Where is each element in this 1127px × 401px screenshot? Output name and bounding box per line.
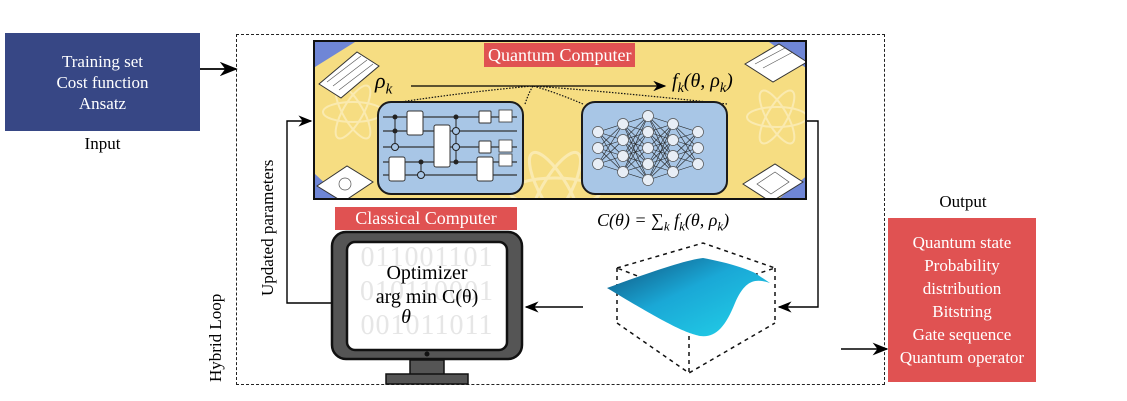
nn-edge [672,131,699,173]
output-line: Gate sequence [912,325,1012,344]
f-subscript: k [677,81,684,96]
output-line: Quantum state [912,233,1012,252]
binary-watermark: 011001101 010110001 001011011 [348,241,506,343]
output-label: Output [939,192,987,211]
nn-node [642,110,654,122]
cost-rhs: f [669,210,680,230]
cnot-gate [391,114,460,179]
input-line: Ansatz [78,93,127,113]
nn-node [667,134,679,146]
qc-to-cost-arrow [777,120,819,313]
nn-edge [622,115,649,157]
nn-node [592,142,604,154]
nn-edge [647,123,674,165]
quantum-circuit-diagram [383,109,517,182]
nn-node [617,166,629,178]
nn-edge [597,123,624,165]
nn-node [667,166,679,178]
nn-node [642,174,654,186]
chip-icon [318,51,380,99]
chip-icon [742,163,804,198]
cost-lhs: C(θ) = [597,210,651,230]
quantum-background-art [315,42,805,198]
nn-node [692,158,704,170]
rho-subscript: k [385,81,393,98]
atom-icon [746,89,805,145]
f-symbol: f [672,70,678,92]
quantum-output-label: fk(θ, ρk) [672,70,733,97]
measurement-icon [498,109,513,167]
unitary-gates [388,110,494,182]
nn-node [667,118,679,130]
output-line: Quantum operator [899,348,1025,367]
nn-node [617,134,629,146]
nn-node [667,150,679,162]
chip-icon [316,165,374,198]
nn-edge [622,115,649,173]
nn-node [642,126,654,138]
sum-symbol: ∑ [650,210,664,230]
input-line: Training set [61,51,144,71]
hybrid-loop-frame [236,34,885,385]
sum-subscript: k [663,218,670,234]
nn-node [642,142,654,154]
input-state-label: ρk [375,68,392,98]
binary-row: 010110001 [360,276,494,307]
nn-edge [647,123,674,181]
quantum-computer-title: Quantum Computer [484,43,636,67]
binary-row: 001011011 [360,310,494,341]
nn-node [642,158,654,170]
cost-surface [607,258,770,337]
nn-node [692,126,704,138]
nn-edge [647,139,674,181]
argmin-subscript: θ [401,306,411,328]
quantum-circuit-panel [377,101,524,195]
cost-landscape-plot [607,242,778,374]
nn-edge [622,131,649,173]
input-line: Cost function [56,72,149,92]
cost-function-equation: C(θ) = ∑k fk(θ, ρk) [597,210,729,235]
cost-close: ) [723,210,730,230]
update-arrow [286,115,335,304]
f-subscript: k [679,218,685,234]
argmin-expression: arg min C(θ) [375,286,479,308]
rho-subscript: k [717,218,724,234]
input-label: Input [84,134,121,153]
monitor-icon [330,230,524,385]
nn-node [617,150,629,162]
neural-network-panel [581,101,728,195]
rho-subscript: k [719,81,727,96]
nn-node [592,158,604,170]
chip-icon [744,43,805,83]
f-args: (θ, ρ [683,70,720,92]
cost-args: (θ, ρ [684,210,718,230]
output-line: Bitstring [932,302,992,321]
output-line: Probability distribution [922,256,1002,298]
nn-node [592,126,604,138]
f-close: ) [726,70,733,92]
zoom-lines [386,85,728,105]
optimizer-label: Optimizer [386,262,468,284]
binary-row: 011001101 [360,242,494,273]
corner-accent-tl [315,42,355,67]
nn-node [692,142,704,154]
nn-node [617,118,629,130]
rho-symbol: ρ [375,68,386,93]
neural-network-diagram [592,110,704,186]
classical-computer-title: Classical Computer [335,207,517,230]
output-box: Quantum state Probability distribution B… [888,218,1036,382]
optimizer-text: Optimizer arg min C(θ) θ [348,261,506,327]
input-box: Training set Cost function Ansatz [5,33,200,131]
